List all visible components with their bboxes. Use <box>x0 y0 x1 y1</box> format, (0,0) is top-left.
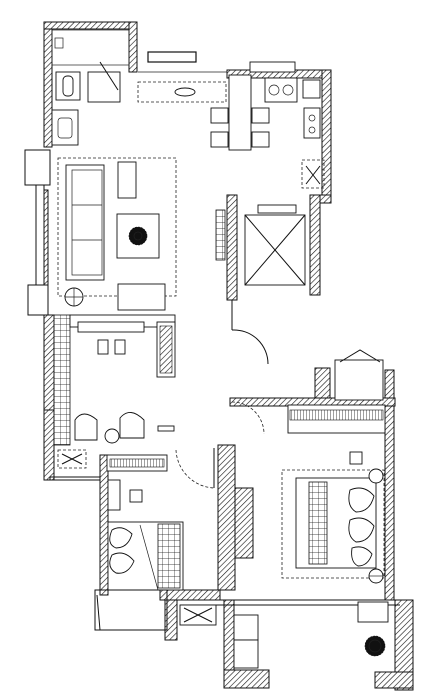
door-swing <box>175 401 265 489</box>
bedroom-small <box>94 454 184 631</box>
kitchen <box>137 51 325 189</box>
study <box>49 314 176 481</box>
lift-lobby <box>244 204 306 286</box>
bathroom <box>51 29 130 146</box>
living-room <box>24 149 269 365</box>
exterior-walls <box>43 21 414 691</box>
master-bedroom <box>281 349 386 584</box>
balcony <box>179 599 400 669</box>
